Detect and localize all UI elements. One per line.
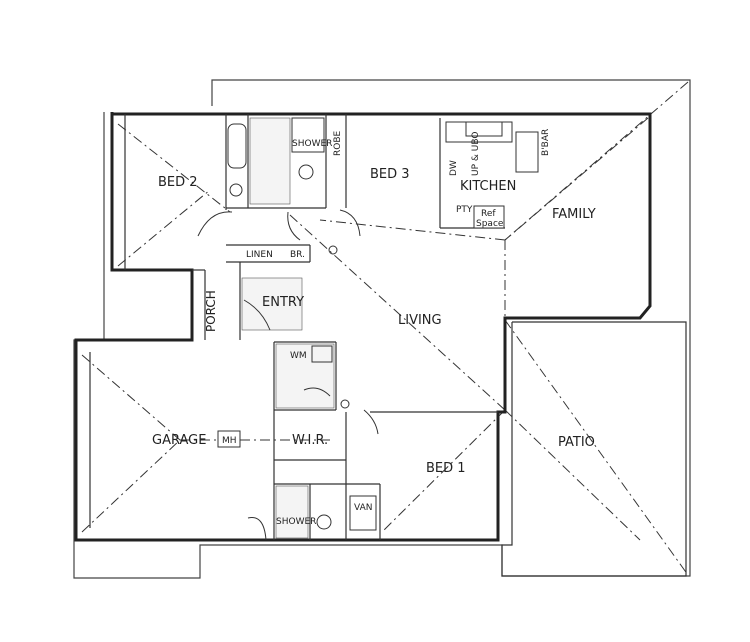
bathroom-tiles [249, 117, 291, 205]
smoke-detector [328, 245, 338, 255]
basin [229, 183, 243, 197]
label-bbar: B'BAR [541, 129, 551, 156]
kitchen-bench [445, 121, 513, 143]
room-label-garage: GARAGE [152, 433, 206, 448]
laundry-tub [311, 345, 333, 363]
room-label-shower-top: SHOWER [292, 139, 332, 149]
bathtub [227, 123, 247, 169]
label-linen: LINEN [246, 250, 273, 260]
label-space: Space [476, 219, 504, 229]
hip-line [504, 81, 689, 241]
door-swing [363, 409, 379, 435]
roof-outline [73, 79, 691, 579]
hip-line [504, 409, 641, 541]
hip-line [319, 219, 506, 241]
label-van: VAN [354, 503, 372, 513]
ensuite-tiles [275, 485, 309, 539]
room-label-family: FAMILY [552, 207, 596, 222]
ref-space-box [473, 205, 505, 229]
label-mh: MH [222, 436, 237, 446]
laundry-tiles [275, 343, 335, 409]
toilet [298, 164, 314, 180]
label-br: BR. [290, 250, 305, 260]
hip-line [117, 123, 231, 213]
door-swing [197, 211, 233, 237]
room-label-living: LIVING [398, 313, 442, 328]
shower-tray [291, 117, 325, 153]
room-label-shower-bottom: SHOWER [276, 517, 316, 527]
hip-line [117, 189, 211, 267]
door-swing [339, 209, 361, 237]
label-dw: DW [449, 160, 459, 176]
door-swing [243, 299, 271, 331]
room-label-kitchen: KITCHEN [460, 179, 516, 194]
room-label-bed1: BED 1 [426, 461, 466, 476]
door-swing [287, 211, 301, 241]
room-label-porch: PORCH [204, 290, 218, 332]
hip-line [289, 214, 506, 411]
label-ref: Ref [481, 209, 496, 219]
hip-line [383, 409, 506, 531]
exterior-wall [74, 112, 652, 542]
room-label-bed3: BED 3 [370, 167, 410, 182]
entry-tiles [241, 277, 303, 331]
label-pty: PTY [456, 205, 473, 215]
hip-line [504, 319, 689, 576]
door-swing [303, 387, 331, 397]
vanity [349, 495, 377, 531]
smoke-detector [340, 399, 350, 409]
kitchen-island [515, 131, 539, 173]
patio-outline [501, 321, 687, 577]
room-label-robe: ROBE [333, 130, 343, 156]
room-label-entry: ENTRY [262, 295, 304, 310]
room-label-bed2: BED 2 [158, 175, 198, 190]
hip-line [81, 439, 181, 533]
ensuite-toilet [316, 514, 332, 530]
label-wm: WM [290, 351, 307, 361]
door-swing [247, 516, 267, 541]
room-label-wir: W.I.R. [292, 433, 328, 448]
manhole-box [217, 430, 241, 448]
label-up-ubo: UP & UBO [471, 132, 481, 176]
hip-line [81, 354, 181, 441]
room-label-patio: PATIO [558, 435, 595, 450]
